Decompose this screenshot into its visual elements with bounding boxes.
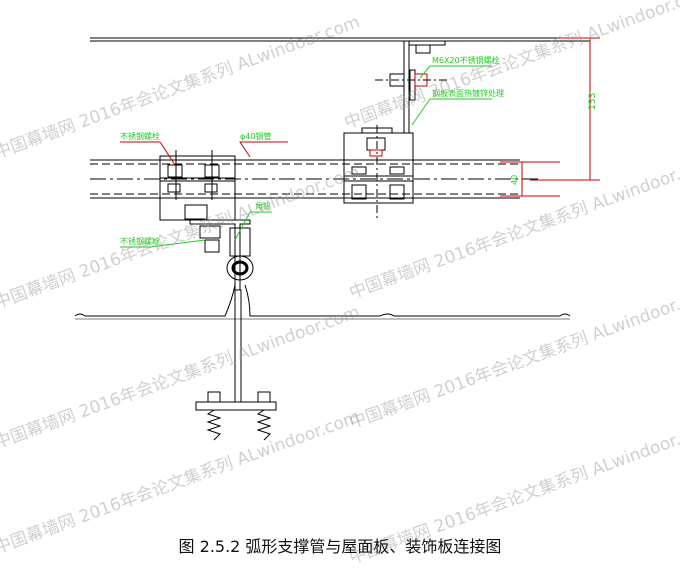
aluminum-angle (189, 219, 254, 291)
pipe-clamp-right (343, 125, 414, 220)
dimension-40 (500, 161, 560, 197)
dim-153-label: 153 (588, 93, 598, 110)
label-ss-bolt-lower: 不锈钢螺栓 (120, 236, 160, 246)
dim-40-label: 40 (510, 175, 519, 185)
label-m6-bolt: M6X20不锈钢螺栓 (432, 55, 500, 65)
steel-pipe (90, 159, 540, 199)
steel-bracket (375, 40, 450, 134)
decorative-base-plate (195, 391, 277, 441)
label-angle: 角铝 (255, 201, 271, 211)
dimension-153 (530, 37, 600, 181)
decorative-panel (90, 37, 590, 42)
label-pipe: φ40钢管 (240, 131, 271, 141)
label-plate-note: 钢板表面热镀锌处理 (432, 88, 504, 98)
figure-caption: 图 2.5.2 弧形支撑管与屋面板、装饰板连接图 (178, 537, 502, 556)
label-ss-bolt-upper: 不锈钢螺栓 (120, 131, 160, 141)
leader-lines (120, 65, 492, 248)
roof-panel (74, 284, 571, 403)
